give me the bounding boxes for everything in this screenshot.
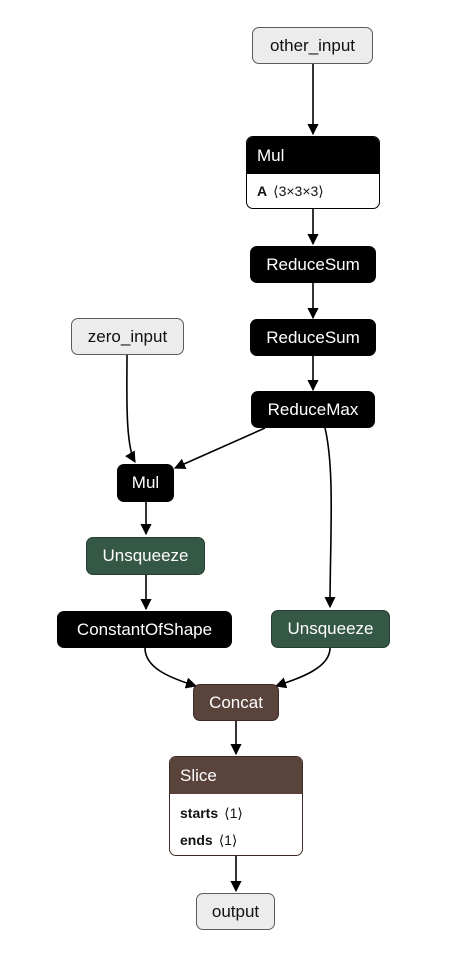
node-label: Unsqueeze — [102, 546, 189, 565]
node-label: ReduceSum — [266, 254, 360, 274]
attr-name: ends — [180, 832, 213, 848]
edge-reducemax-mul_small — [173, 427, 266, 470]
node-constantofshape[interactable]: ConstantOfShape — [57, 611, 232, 648]
edge-reducemax-unsqueeze_right — [324, 427, 336, 609]
node-attribute: A ⟨3×3×3⟩ — [247, 174, 379, 208]
node-attribute-starts: starts ⟨1⟩ — [170, 794, 302, 828]
attr-name: A — [257, 183, 268, 199]
node-header: Mul — [247, 137, 379, 174]
node-concat[interactable]: Concat — [193, 684, 279, 721]
node-label: Concat — [209, 692, 263, 712]
node-title: Mul — [257, 145, 285, 165]
node-label: other_input — [269, 35, 356, 55]
node-mul-small[interactable]: Mul — [117, 464, 174, 502]
node-mul-top[interactable]: Mul A ⟨3×3×3⟩ — [246, 136, 380, 209]
node-other_input[interactable]: other_input — [252, 27, 373, 64]
edge-constantofshape-concat — [144, 647, 198, 689]
node-reducesum-1[interactable]: ReduceSum — [250, 246, 376, 283]
node-label: ReduceSum — [266, 327, 360, 347]
node-slice[interactable]: Slice starts ⟨1⟩ ends ⟨1⟩ — [169, 756, 303, 856]
node-label: zero_input — [87, 326, 168, 346]
node-title: Slice — [180, 765, 217, 785]
attr-value: ⟨3×3×3⟩ — [273, 182, 324, 199]
attr-name: starts — [180, 805, 219, 821]
node-unsqueeze-left[interactable]: Unsqueeze — [86, 537, 205, 575]
edge-unsqueeze_right-concat — [274, 647, 331, 689]
node-header: Slice — [170, 757, 302, 794]
node-unsqueeze-right[interactable]: Unsqueeze — [271, 610, 390, 648]
node-label: ReduceMax — [267, 399, 359, 419]
attr-value: ⟨1⟩ — [224, 804, 243, 821]
node-attribute-ends: ends ⟨1⟩ — [170, 828, 302, 852]
node-label: ConstantOfShape — [76, 619, 213, 639]
node-zero_input[interactable]: zero_input — [71, 318, 184, 355]
node-reducesum-2[interactable]: ReduceSum — [250, 319, 376, 356]
node-label: Mul — [131, 473, 160, 492]
node-label: output — [211, 901, 260, 921]
attr-value: ⟨1⟩ — [218, 831, 238, 848]
edge-zero_input-mul_small — [125, 354, 136, 463]
node-output[interactable]: output — [196, 893, 275, 930]
node-label: Unsqueeze — [287, 619, 374, 638]
node-reducemax[interactable]: ReduceMax — [251, 391, 375, 428]
